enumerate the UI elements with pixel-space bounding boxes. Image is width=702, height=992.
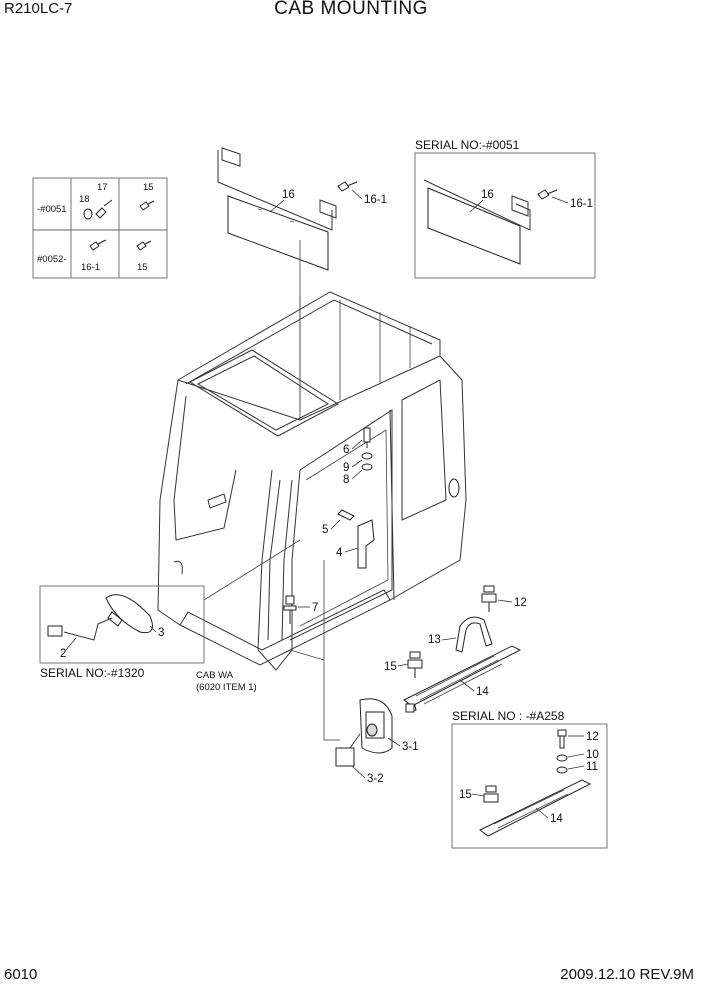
cab-note-2: (6020 ITEM 1) <box>196 682 257 693</box>
callout-15b: 15 <box>137 262 148 273</box>
page-title: CAB MOUNTING <box>274 0 428 19</box>
sunvisor-old-box: SERIAL NO:-#0051 16 16-1 <box>414 138 596 279</box>
callout-16-1: 16-1 <box>81 262 100 273</box>
callout-12-old: 12 <box>586 731 599 743</box>
bolt-icon <box>483 785 499 803</box>
handle-parts: 6 9 8 5 4 <box>322 427 375 569</box>
bolt-7: 7 <box>283 595 318 624</box>
callout-11-old: 11 <box>586 761 598 773</box>
serial-table: -#0051 #0052- 18 17 15 16-1 15 <box>32 177 168 279</box>
serial-row-1: -#0051 <box>37 204 67 215</box>
callout-13: 13 <box>428 634 441 646</box>
callout-15-old: 15 <box>459 789 472 801</box>
rear-mirror: 3-1 3-2 <box>289 560 419 785</box>
callout-8: 8 <box>343 474 349 486</box>
bolt-icon <box>363 427 371 448</box>
bolt-icon <box>557 729 567 749</box>
cab-note-1: CAB WA <box>196 670 234 681</box>
page-number: 6010 <box>4 966 38 983</box>
callout-10-old: 10 <box>586 749 599 761</box>
screw-icon <box>136 240 152 251</box>
step-old-box: SERIAL NO : -#A258 12 10 11 15 14 <box>451 709 608 849</box>
callout-12: 12 <box>514 597 527 609</box>
callout-2: 2 <box>60 648 66 660</box>
callout-18: 18 <box>79 194 90 205</box>
grab-handle <box>357 519 375 569</box>
handrail <box>455 616 493 653</box>
callout-3-1: 3-1 <box>402 741 419 753</box>
serial-row-2: #0052- <box>37 254 67 265</box>
callout-9: 9 <box>343 462 349 474</box>
model-label: R210LC-7 <box>4 0 73 17</box>
cab-frame <box>157 291 467 671</box>
revision-date: 2009.12.10 REV.9M <box>560 966 694 983</box>
callout-4: 4 <box>336 547 343 559</box>
washer-icon <box>83 208 93 220</box>
callout-16-1-old: 16-1 <box>570 198 593 210</box>
serial-label-sunvisor: SERIAL NO:-#0051 <box>415 138 520 152</box>
step-assembly: 12 13 15 14 <box>384 585 527 713</box>
sunvisor-assembly: 16 16-1 <box>217 147 387 420</box>
washer-icon <box>556 766 568 774</box>
callout-14: 14 <box>476 686 489 698</box>
callout-17: 17 <box>97 182 108 193</box>
step-plate-old <box>479 779 592 837</box>
step-plate <box>403 645 522 707</box>
mirror-box: 3 2 SERIAL NO:-#1320 <box>39 539 301 680</box>
callout-6: 6 <box>343 444 349 456</box>
callout-7: 7 <box>312 602 318 614</box>
callout-16: 16 <box>282 189 295 201</box>
screw-icon <box>537 189 558 200</box>
screw-icon <box>139 200 155 211</box>
callout-15: 15 <box>384 661 397 673</box>
washer-icon <box>361 463 373 471</box>
screw-icon <box>95 199 113 219</box>
callout-15: 15 <box>143 182 154 193</box>
mount-bracket <box>47 625 63 637</box>
bolt-icon <box>481 585 497 612</box>
serial-label-step: SERIAL NO : -#A258 <box>452 709 565 723</box>
washer-icon <box>361 452 373 460</box>
screw-icon <box>337 509 355 521</box>
washer-icon <box>556 754 568 762</box>
bolt-icon <box>283 595 297 624</box>
screw-icon <box>337 181 358 192</box>
bolt-icon <box>89 239 107 251</box>
callout-14-old: 14 <box>550 813 563 825</box>
callout-16-old: 16 <box>481 189 494 201</box>
callout-16-1: 16-1 <box>364 194 387 206</box>
callout-3-2: 3-2 <box>367 773 384 785</box>
callout-3: 3 <box>158 627 164 639</box>
callout-5: 5 <box>322 524 328 536</box>
mirror-mount <box>335 747 355 767</box>
sunvisor-panel <box>227 195 329 271</box>
sunvisor-panel-old <box>427 187 521 265</box>
bolt-icon <box>407 651 423 678</box>
serial-label-mirror: SERIAL NO:-#1320 <box>40 666 145 680</box>
